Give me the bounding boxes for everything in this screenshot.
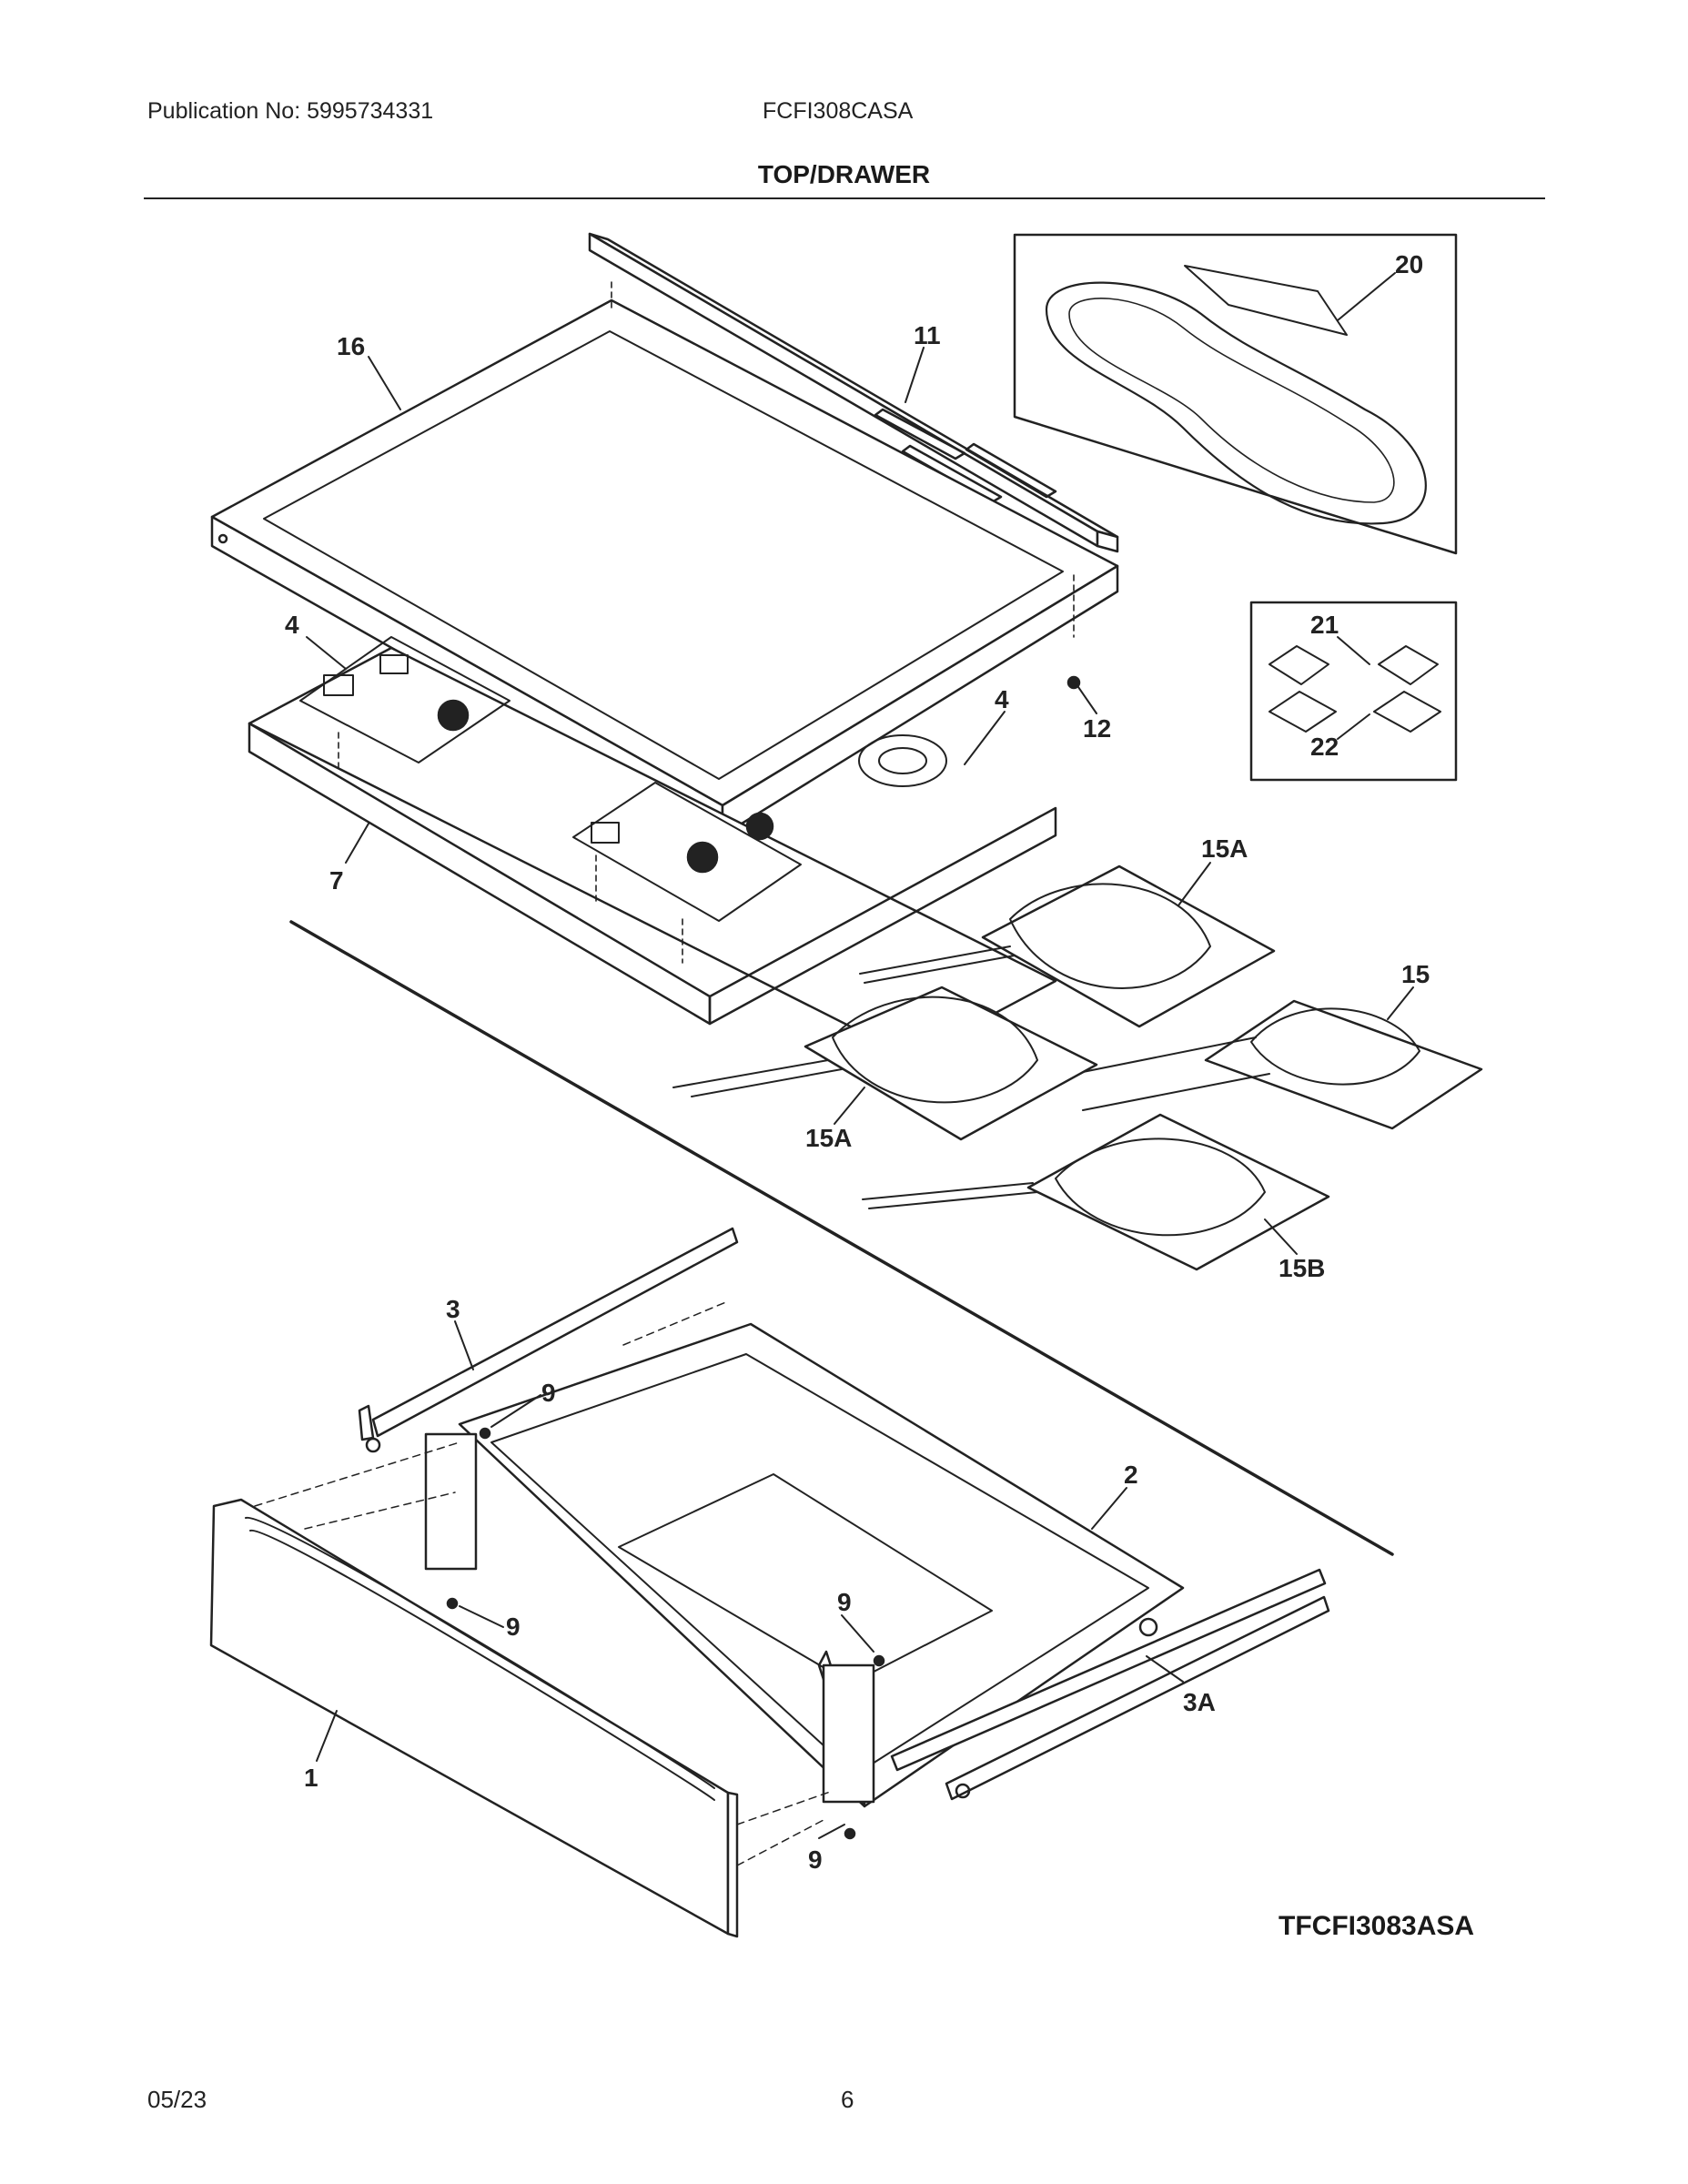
section-separator-line — [289, 920, 1394, 1556]
callout-21: 21 — [1310, 611, 1339, 639]
induction-coil-15-right — [1073, 999, 1483, 1130]
callout-leader-lines — [306, 272, 1414, 1839]
induction-coil-15a-front — [672, 986, 1098, 1141]
part-9-screw-d — [844, 1827, 856, 1840]
callout-11: 11 — [914, 321, 941, 349]
callout-2: 2 — [1124, 1461, 1138, 1489]
callout-15: 15 — [1401, 960, 1430, 988]
part-3-drawer-slide — [358, 1227, 739, 1453]
callout-9-mid: 9 — [837, 1588, 852, 1616]
drawing-code: TFCFI3083ASA — [1279, 1911, 1475, 1941]
page-number: 6 — [841, 2086, 854, 2113]
induction-coil-15a-rear — [859, 864, 1276, 1028]
part-12-screw — [1066, 675, 1081, 690]
publication-number: Publication No: 5995734331 — [147, 98, 434, 124]
model-number: FCFI308CASA — [763, 98, 914, 124]
callout-4-right: 4 — [995, 685, 1009, 713]
callout-1: 1 — [304, 1764, 318, 1792]
parts-21-22-inset-box — [1249, 601, 1458, 782]
callout-15b: 15B — [1279, 1254, 1325, 1282]
part-11-rear-trim — [588, 232, 1119, 553]
part-9-screw-b — [446, 1597, 459, 1610]
callout-12: 12 — [1083, 714, 1111, 743]
header-divider — [144, 197, 1545, 199]
part-1-drawer-front — [209, 1498, 739, 1938]
callout-7: 7 — [329, 866, 344, 895]
callout-4-left: 4 — [285, 611, 299, 639]
callout-labels: 16 11 20 4 21 22 12 7 4 15A 15 15A 15B 3… — [285, 250, 1430, 1874]
callout-16: 16 — [337, 332, 365, 360]
part-9-screw-a — [479, 1427, 491, 1440]
induction-coil-15b — [862, 1113, 1330, 1271]
part-3a-drawer-slide — [890, 1568, 1330, 1801]
callout-15a-rear: 15A — [1201, 834, 1248, 863]
assembly-guide-lines — [254, 1300, 834, 1866]
callout-9-bottom: 9 — [808, 1845, 823, 1874]
part-2-drawer-body — [424, 1322, 1185, 1808]
callout-9-top: 9 — [541, 1379, 556, 1407]
section-title: TOP/DRAWER — [757, 160, 931, 188]
callout-22: 22 — [1310, 733, 1339, 761]
callout-3a: 3A — [1183, 1688, 1216, 1716]
callout-3: 3 — [446, 1295, 460, 1323]
callout-20: 20 — [1395, 250, 1423, 278]
footer-date: 05/23 — [147, 2086, 207, 2113]
part-7-burner-box — [248, 281, 1075, 1059]
part-20-inset-box — [1013, 233, 1458, 555]
part-9-screw-c — [873, 1654, 885, 1667]
callout-9-left: 9 — [506, 1613, 521, 1641]
callout-15a-front: 15A — [805, 1124, 852, 1152]
